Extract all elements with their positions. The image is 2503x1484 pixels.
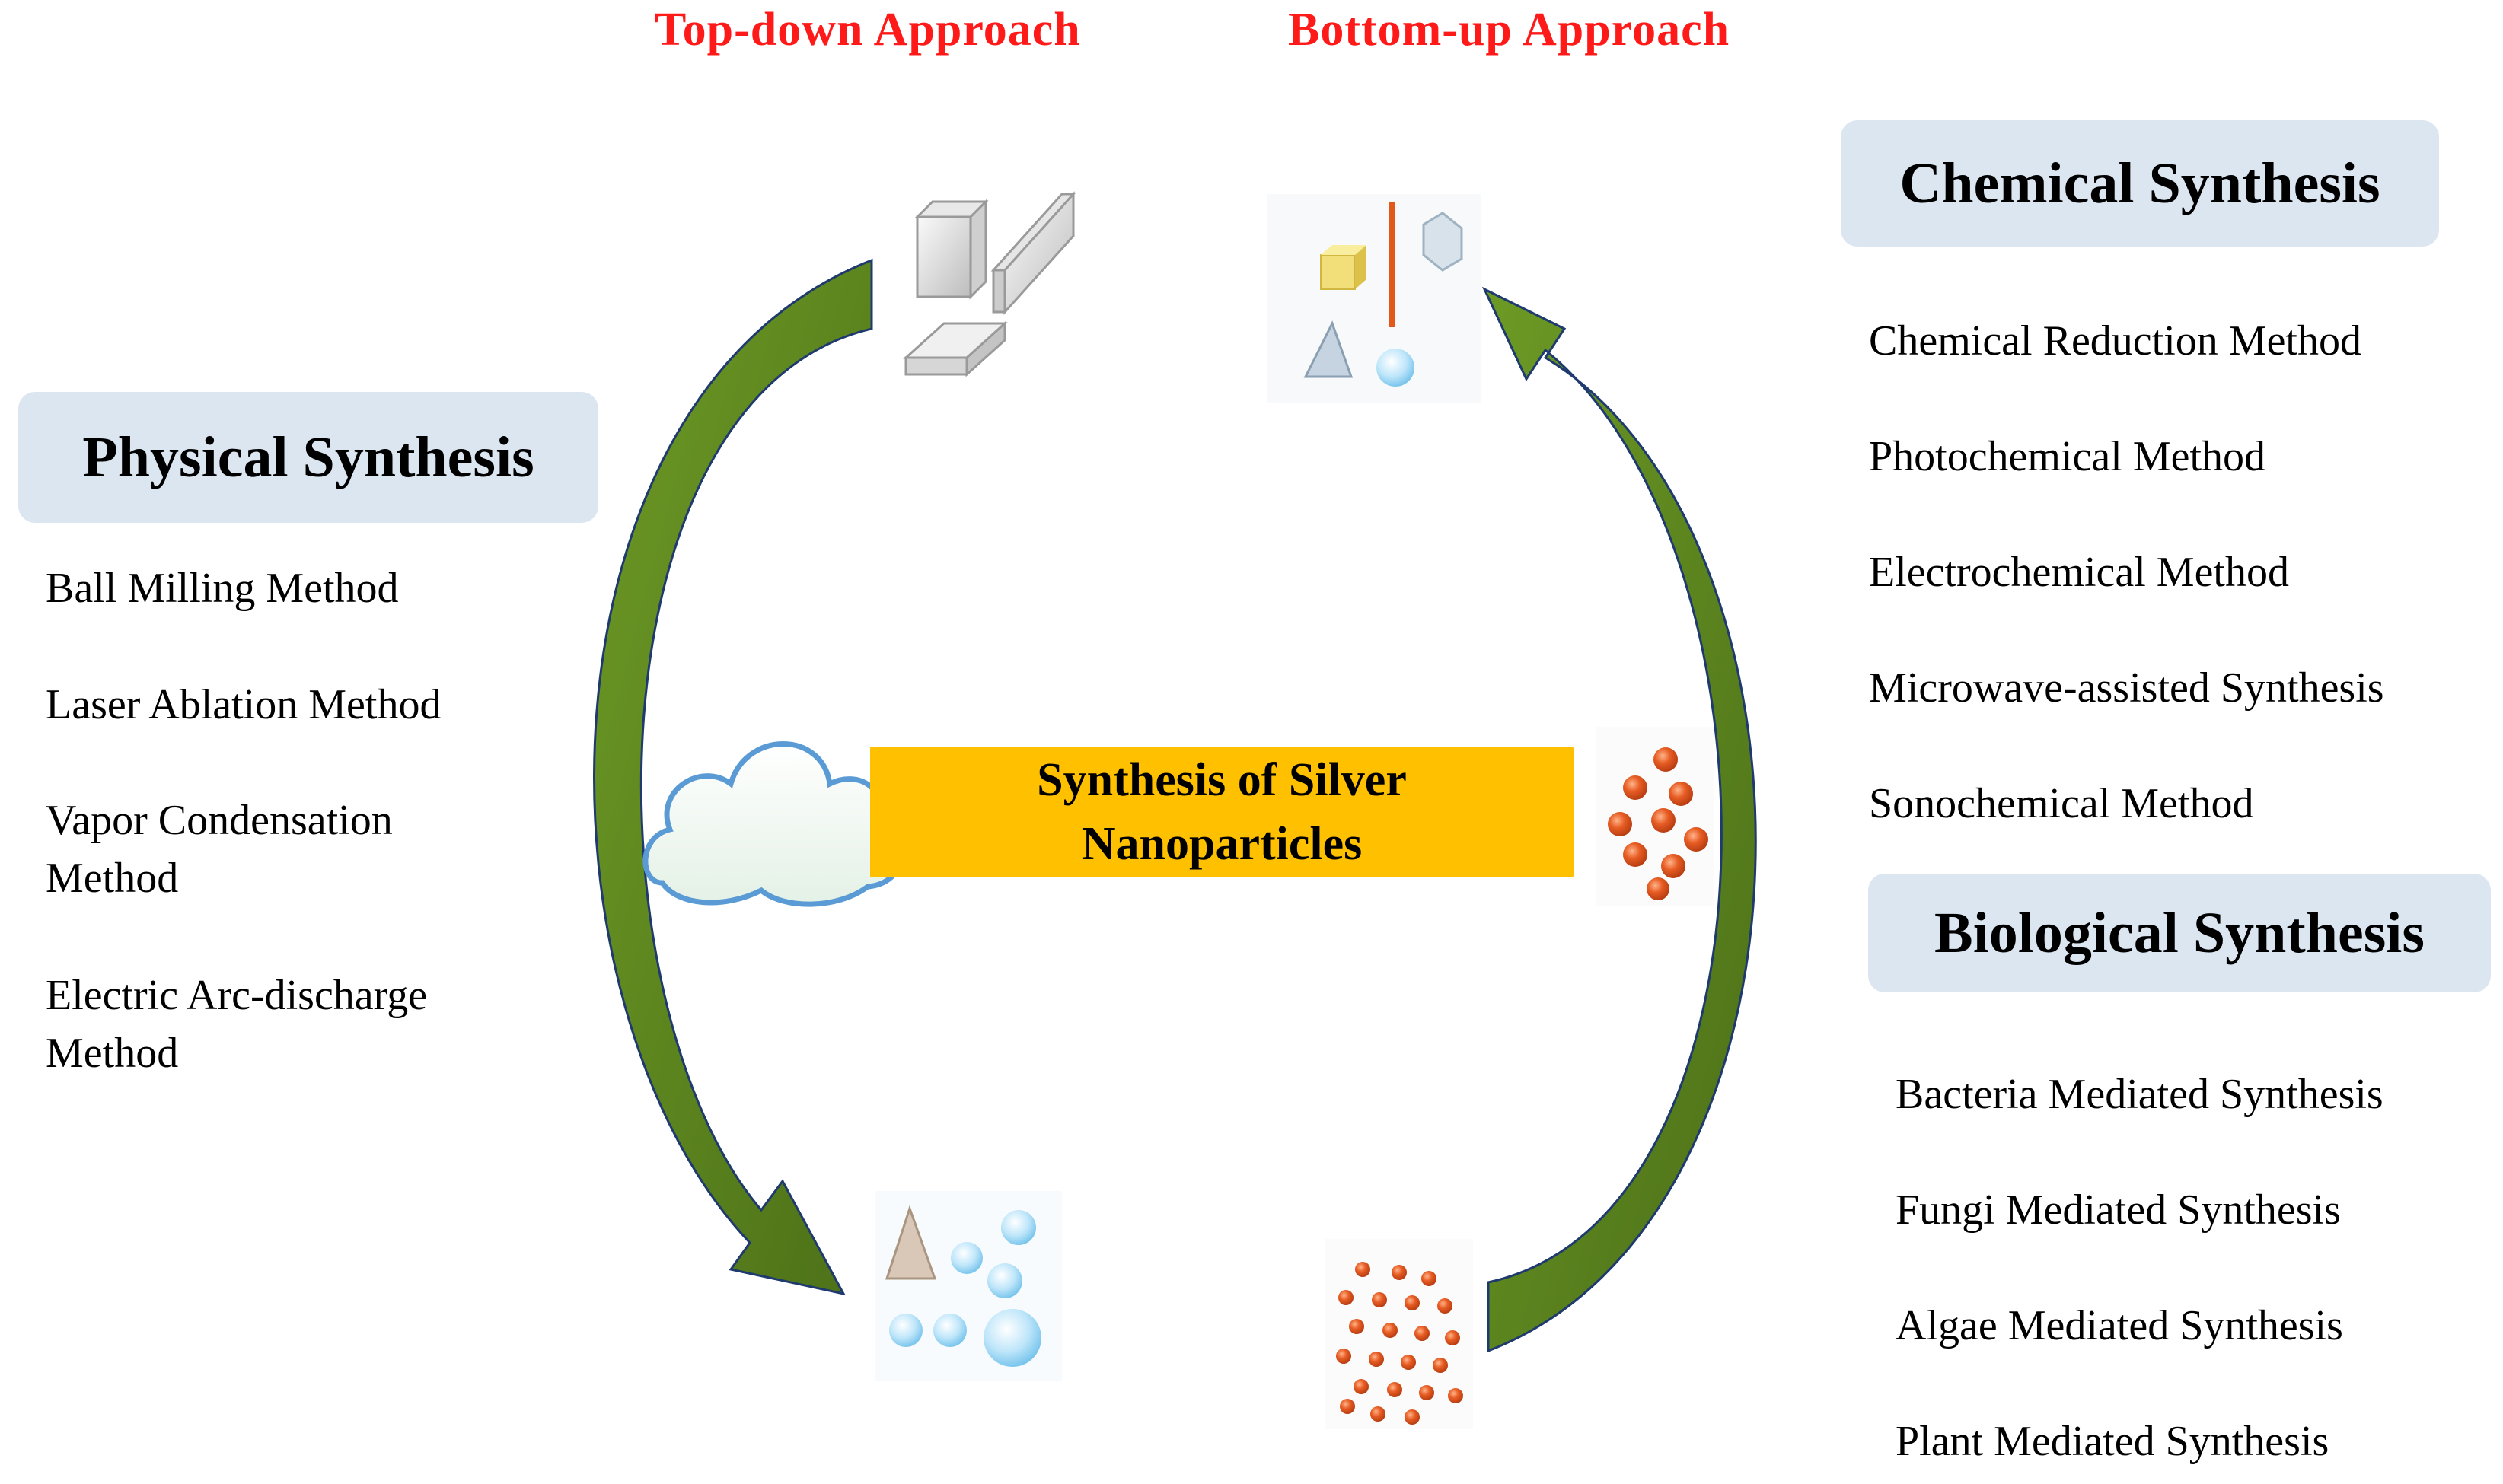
physical-method-line: Method (46, 855, 179, 902)
particle-dot (1336, 1349, 1351, 1364)
particle-dot (1405, 1409, 1420, 1425)
center-title-line-1: Synthesis of Silver (1037, 754, 1407, 806)
physical-method-item: Ball Milling Method (46, 559, 399, 617)
biological-method-item: Bacteria Mediated Synthesis (1896, 1071, 2383, 1118)
particle-dot (1405, 1295, 1420, 1310)
top-down-approach-label: Top-down Approach (655, 4, 1081, 56)
center-title-box: Synthesis of Silver Nanoparticles (870, 747, 1574, 877)
cloud-icon (642, 741, 906, 907)
chemical-method-item: Electrochemical Method (1869, 549, 2289, 596)
particle-dot (1370, 1406, 1385, 1422)
particle-dot (1387, 1382, 1402, 1397)
particle-dot (1419, 1385, 1434, 1400)
particle-dot (1349, 1319, 1364, 1334)
chemical-method-item: Microwave-assisted Synthesis (1869, 664, 2384, 712)
particle-dot (1340, 1399, 1355, 1414)
biological-method-item: Algae Mediated Synthesis (1896, 1302, 2343, 1349)
biological-synthesis-header: Biological Synthesis (1868, 874, 2491, 992)
biological-method-item: Plant Mediated Synthesis (1896, 1418, 2329, 1465)
particle-dot (1401, 1355, 1416, 1370)
blue-particles-icon (875, 1191, 1062, 1381)
particle-dot (1338, 1290, 1354, 1305)
physical-method-line: Ball Milling Method (46, 565, 399, 612)
particle-dot (1421, 1271, 1436, 1286)
biological-method-item: Fungi Mediated Synthesis (1896, 1186, 2341, 1234)
bottom-up-approach-label: Bottom-up Approach (1288, 4, 1730, 56)
particle-dot (1355, 1262, 1370, 1277)
physical-method-line: Laser Ablation Method (46, 681, 442, 728)
physical-method-line: Electric Arc-discharge (46, 972, 428, 1019)
particle-dot (1382, 1323, 1398, 1338)
physical-synthesis-header: Physical Synthesis (18, 392, 598, 523)
chemical-method-item: Sonochemical Method (1869, 780, 2254, 827)
bottom-up-arrow (1481, 286, 1757, 1353)
dense-orange-particles-icon (1325, 1239, 1473, 1429)
chemical-synthesis-header: Chemical Synthesis (1841, 120, 2439, 247)
particle-dot (1354, 1379, 1369, 1394)
chemical-method-item: Chemical Reduction Method (1869, 317, 2361, 365)
small-shapes-icon (1267, 194, 1481, 403)
center-title-line-2: Nanoparticles (1081, 818, 1363, 870)
particle-dot (1372, 1292, 1387, 1307)
particle-dot (1448, 1388, 1463, 1403)
bulk-blocks-icon (903, 191, 1076, 377)
physical-method-line: Vapor Condensation (46, 797, 393, 844)
particle-dot (1437, 1298, 1452, 1314)
top-down-arrow (593, 258, 873, 1296)
physical-method-line: Method (46, 1030, 179, 1077)
particle-dot (1445, 1330, 1460, 1345)
physical-method-item: Laser Ablation Method (46, 676, 441, 734)
particle-dot (1433, 1358, 1448, 1373)
particle-dot (1414, 1326, 1430, 1341)
particle-dot (1369, 1352, 1384, 1367)
particle-dot (1392, 1265, 1407, 1280)
orange-particles-icon (1596, 727, 1714, 906)
chemical-method-item: Photochemical Method (1869, 433, 2266, 480)
